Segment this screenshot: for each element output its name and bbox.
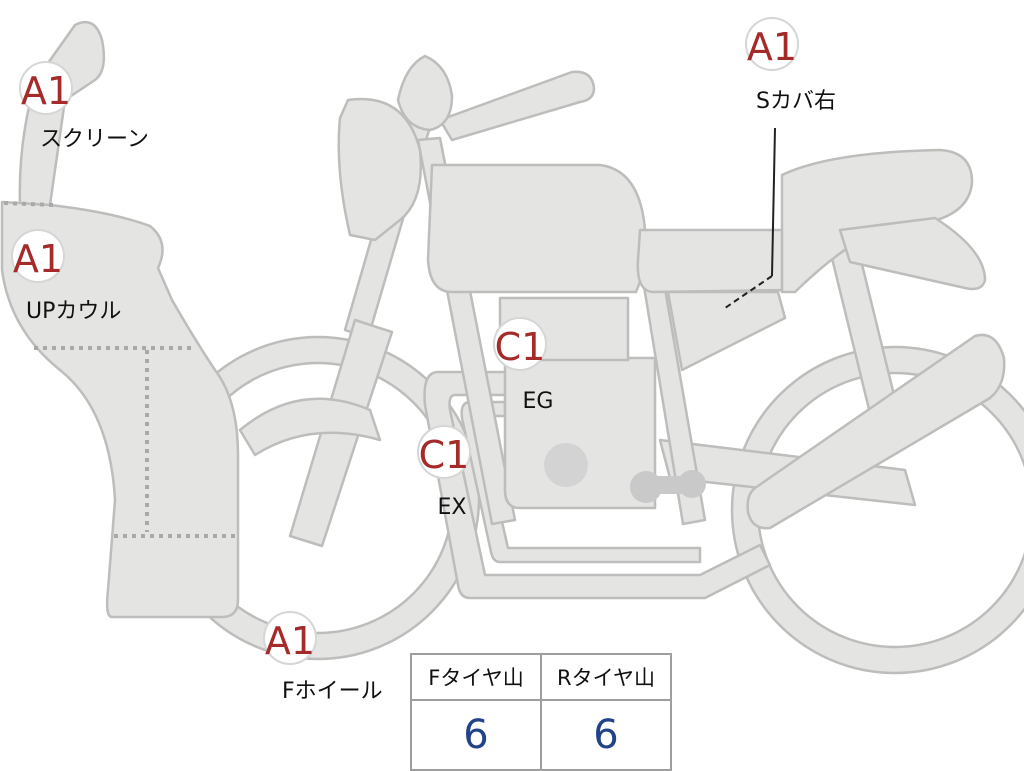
annotation-side-cover-right[interactable]: A1 Sカバ右 bbox=[745, 17, 836, 114]
annotation-screen[interactable]: A1 スクリーン bbox=[19, 61, 149, 152]
part-label: EG bbox=[523, 389, 554, 414]
front-fender bbox=[238, 397, 382, 457]
side-cover bbox=[666, 290, 787, 372]
mirror bbox=[396, 54, 454, 132]
side-cover-leader bbox=[771, 127, 776, 277]
part-label: Fホイール bbox=[282, 679, 383, 704]
rear-tread-header: Rタイヤ山 bbox=[540, 653, 672, 701]
damage-code: C1 bbox=[495, 325, 546, 369]
damage-code: C1 bbox=[419, 433, 470, 477]
handlebar bbox=[438, 70, 596, 142]
front-tread-value: 6 bbox=[410, 699, 542, 771]
front-tread-header: Fタイヤ山 bbox=[410, 653, 542, 701]
muffler bbox=[746, 333, 1006, 530]
rear-cowl bbox=[838, 216, 987, 291]
part-label: UPカウル bbox=[26, 299, 121, 324]
engine-block bbox=[503, 356, 657, 510]
rear-seat bbox=[780, 148, 974, 294]
annotation-exhaust[interactable]: C1 EX bbox=[417, 425, 471, 520]
exhaust-pipe-outer bbox=[423, 370, 772, 600]
annotation-front-wheel[interactable]: A1 Fホイール bbox=[263, 611, 383, 704]
tread-depth-table: Fタイヤ山 Rタイヤ山 6 6 bbox=[410, 653, 672, 771]
engine-cover bbox=[544, 443, 588, 487]
fuel-tank bbox=[426, 163, 648, 294]
damage-code: A1 bbox=[13, 237, 63, 281]
front-seat bbox=[636, 228, 790, 294]
part-label: EX bbox=[438, 495, 467, 520]
headlight bbox=[337, 97, 422, 242]
damage-code: A1 bbox=[265, 619, 315, 663]
annotation-engine[interactable]: C1 EG bbox=[493, 317, 554, 414]
part-label: スクリーン bbox=[40, 127, 149, 152]
damage-code: A1 bbox=[21, 69, 71, 113]
upper-cowl bbox=[0, 200, 240, 619]
rear-tread-value: 6 bbox=[540, 699, 672, 771]
damage-code: A1 bbox=[747, 25, 797, 69]
part-label: Sカバ右 bbox=[756, 89, 836, 114]
annotation-upper-cowl[interactable]: A1 UPカウル bbox=[11, 229, 121, 324]
exhaust-pipe-inner bbox=[460, 400, 702, 564]
windscreen bbox=[18, 20, 106, 207]
kickstand bbox=[630, 470, 706, 503]
